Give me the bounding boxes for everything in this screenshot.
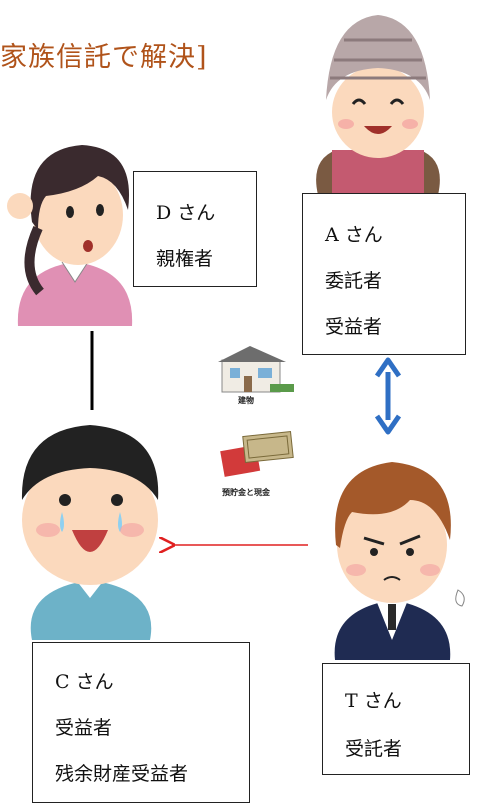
- person-t-role-1: 受託者: [345, 738, 403, 760]
- cash-icon: [220, 431, 294, 477]
- building-icon: [218, 346, 294, 393]
- person-box-t: T さん 受託者: [322, 663, 470, 775]
- person-d-name: D さん: [156, 202, 216, 224]
- cash-label: 預貯金と現金: [222, 488, 270, 497]
- trustee-man-illustration: [334, 462, 465, 660]
- trust-double-arrow: [374, 357, 402, 435]
- person-a-name: A さん: [325, 224, 383, 246]
- person-c-role-2: 残余財産受益者: [55, 763, 189, 785]
- person-box-d: D さん 親権者: [133, 171, 257, 287]
- diagram-title: 家族信託で解決]: [0, 42, 208, 73]
- person-c-role-1: 受益者: [55, 717, 113, 739]
- person-box-c: C さん 受益者 残余財産受益者: [32, 642, 250, 803]
- building-label: 建物: [238, 396, 254, 405]
- person-box-a: A さん 委託者 受益者: [302, 193, 466, 355]
- person-a-role-1: 委託者: [325, 270, 383, 292]
- grandmother-illustration: [316, 15, 440, 195]
- child-illustration: [21, 425, 159, 640]
- person-c-name: C さん: [55, 671, 114, 693]
- person-a-role-2: 受益者: [325, 316, 383, 338]
- mother-illustration: [7, 145, 133, 326]
- person-d-role-1: 親権者: [156, 248, 214, 270]
- person-t-name: T さん: [345, 690, 402, 712]
